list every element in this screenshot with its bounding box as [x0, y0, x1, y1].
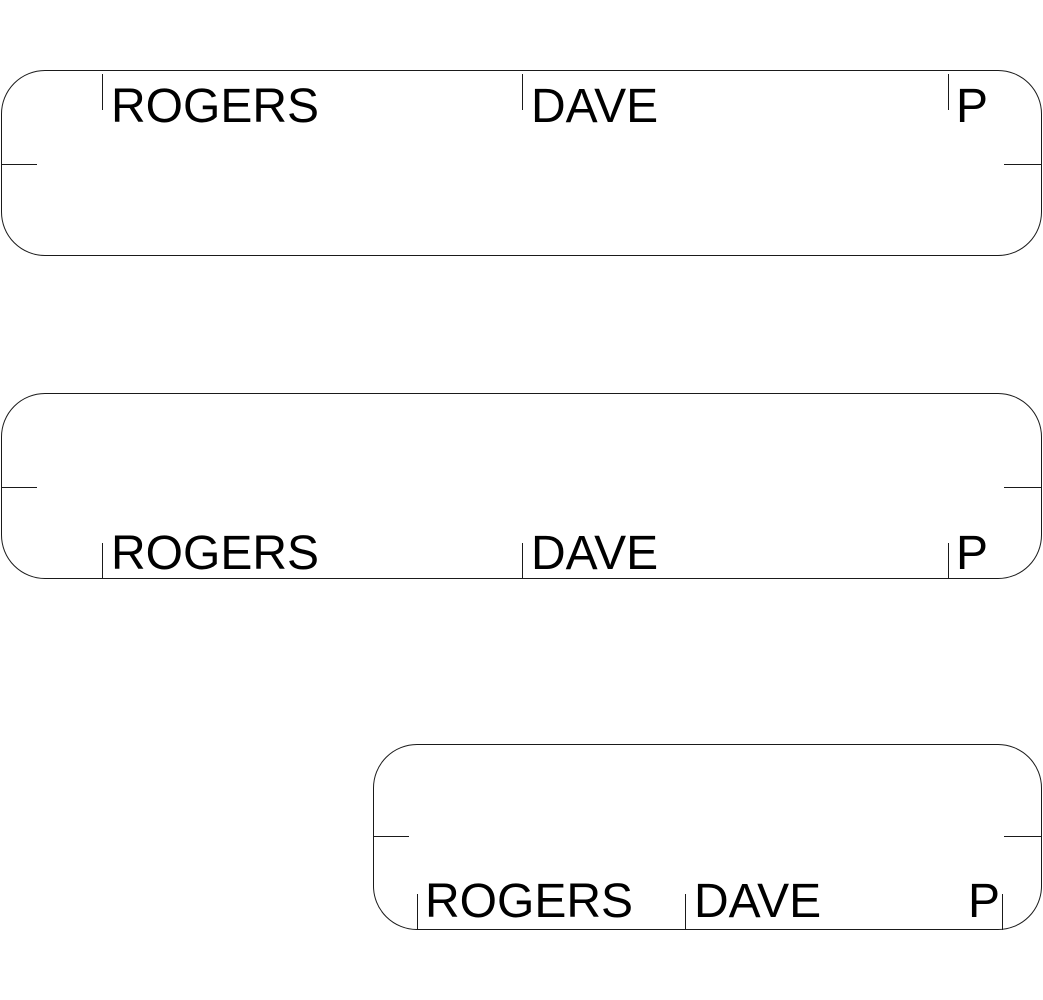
code-divider	[948, 74, 949, 110]
code-divider	[1002, 894, 1003, 930]
right-center-mark	[1004, 487, 1041, 488]
name-label-2: ROGERS DAVE P	[1, 393, 1042, 579]
last-name-text: ROGERS	[425, 875, 634, 928]
last-name-divider	[102, 543, 103, 579]
name-label-3: ROGERS DAVE P	[373, 744, 1042, 930]
code-divider	[948, 543, 949, 579]
first-name-text: DAVE	[694, 875, 822, 928]
first-name-divider	[685, 894, 686, 930]
last-name-divider	[417, 894, 418, 930]
last-name-divider	[102, 74, 103, 110]
left-center-mark	[374, 836, 409, 837]
first-name-text: DAVE	[531, 527, 659, 580]
right-center-mark	[1004, 164, 1041, 165]
left-center-mark	[2, 487, 37, 488]
first-name-divider	[522, 543, 523, 579]
last-name-text: ROGERS	[111, 80, 320, 133]
left-center-mark	[2, 164, 37, 165]
name-label-1: ROGERS DAVE P	[1, 70, 1042, 256]
code-text: P	[956, 527, 989, 580]
last-name-text: ROGERS	[111, 527, 320, 580]
first-name-text: DAVE	[531, 80, 659, 133]
first-name-divider	[522, 74, 523, 110]
code-text: P	[956, 80, 989, 133]
code-text: P	[968, 875, 1001, 928]
right-center-mark	[1004, 836, 1041, 837]
